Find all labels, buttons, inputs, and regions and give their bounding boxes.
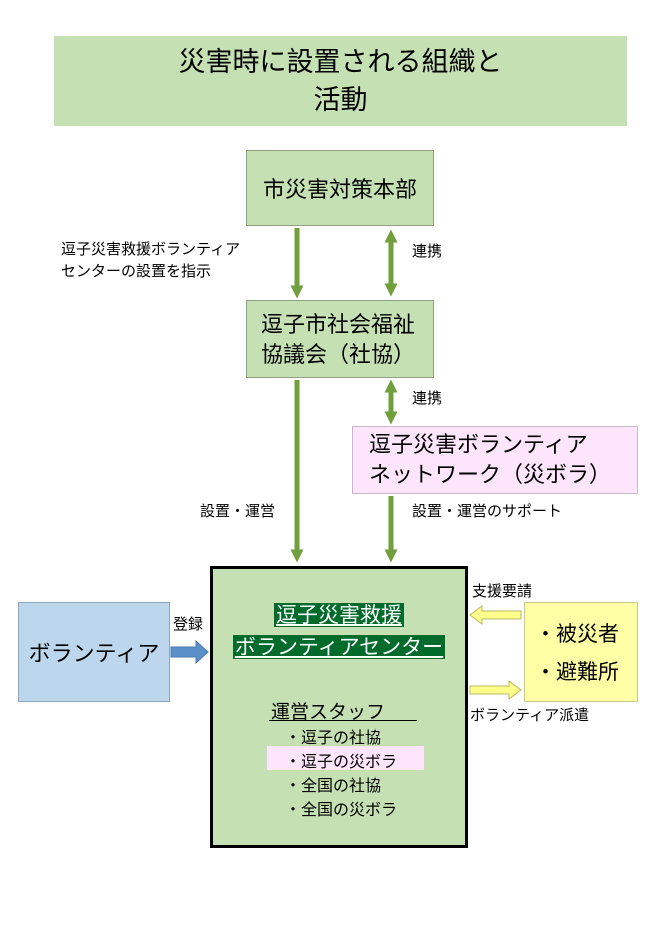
- social-welfare-council-line-2: 協議会（社協）: [261, 343, 416, 368]
- staff-item: ・全国の災ボラ: [285, 800, 398, 819]
- arrow-dispatch: [469, 680, 522, 700]
- label-setup: 設置・運営: [200, 502, 276, 520]
- staff-item: ・逗子の災ボラ: [285, 752, 398, 771]
- volunteer-network-line-2: ネットワーク（災ボラ）: [369, 463, 612, 488]
- center-title-text-1: 逗子災害救援: [274, 603, 404, 627]
- staff-item: ・全国の社協: [285, 776, 382, 795]
- label-setup-support: 設置・運営のサポート: [412, 502, 563, 520]
- center-title-line-2: ボランティアセンター: [213, 631, 465, 661]
- volunteer-center-box: 逗子災害救援 ボランティアセンター 運営スタッフ ・逗子の社協 ・逗子の災ボラ …: [210, 566, 468, 848]
- staff-title: 運営スタッフ: [271, 701, 386, 723]
- volunteer-network-box: 逗子災害ボランティア ネットワーク（災ボラ）: [352, 426, 638, 494]
- volunteer-label: ボランティア: [28, 642, 160, 667]
- victims-label: ・被災者: [535, 622, 619, 646]
- social-welfare-council-box: 逗子市社会福祉 協議会（社協）: [246, 300, 434, 378]
- staff-highlight: [267, 746, 424, 770]
- title-line-2: 活動: [313, 85, 368, 116]
- label-instruct: 逗子災害救援ボランティア センターの設置を指示: [61, 238, 240, 282]
- social-welfare-council-line-1: 逗子市社会福祉: [261, 313, 416, 338]
- label-support-request: 支援要請: [472, 582, 533, 600]
- label-cooperate-2: 連携: [412, 389, 443, 407]
- title-line-1: 災害時に設置される組織と: [178, 47, 503, 78]
- disaster-hq-label: 市災害対策本部: [262, 178, 417, 203]
- arrow-register: [170, 639, 209, 665]
- label-register: 登録: [173, 615, 204, 633]
- staff-item: ・逗子の社協: [285, 728, 382, 747]
- center-title-line-1: 逗子災害救援: [213, 599, 465, 629]
- volunteer-network-line-1: 逗子災害ボランティア: [369, 433, 588, 458]
- volunteer-box: ボランティア: [18, 602, 170, 702]
- label-cooperate-1: 連携: [412, 242, 443, 260]
- staff-title-underline: [269, 720, 417, 721]
- center-title-text-2: ボランティアセンター: [232, 635, 446, 659]
- shelters-label: ・避難所: [535, 660, 619, 684]
- arrow-support-request: [469, 605, 522, 625]
- victims-shelters-box: ・被災者 ・避難所: [524, 602, 638, 702]
- disaster-hq-box: 市災害対策本部: [246, 150, 434, 226]
- label-dispatch: ボランティア派遣: [470, 706, 590, 724]
- page-title: 災害時に設置される組織と 活動: [54, 36, 627, 126]
- label-instruct-line-1: 逗子災害救援ボランティア: [61, 240, 241, 258]
- label-instruct-line-2: センターの設置を指示: [61, 262, 212, 280]
